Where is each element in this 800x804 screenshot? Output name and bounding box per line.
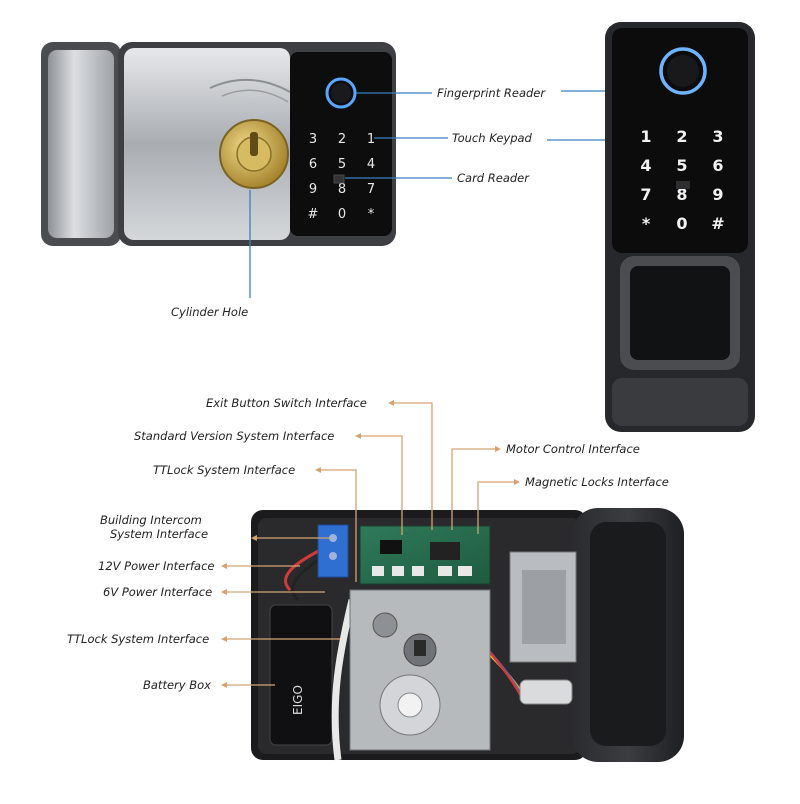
side-handle xyxy=(630,266,730,360)
label-fingerprint-reader: Fingerprint Reader xyxy=(437,86,546,100)
side-keypad-panel xyxy=(612,28,748,253)
white-cable xyxy=(331,599,356,761)
battery-label: EIGO xyxy=(291,685,305,715)
side-keypad-keys: 1 2 3 4 5 6 7 8 9 * 0 # xyxy=(640,127,724,233)
front-key-3-2[interactable]: * xyxy=(368,207,375,222)
side-key-1-2[interactable]: 6 xyxy=(712,156,723,175)
front-key-0-0[interactable]: 3 xyxy=(309,132,317,147)
side-key-3-2[interactable]: # xyxy=(711,214,724,233)
side-key-2-2[interactable]: 9 xyxy=(712,185,723,204)
side-key-2-0[interactable]: 7 xyxy=(640,185,651,204)
keyway xyxy=(250,132,258,156)
label-battery-box: Battery Box xyxy=(143,678,211,692)
side-key-0-1[interactable]: 2 xyxy=(676,127,687,146)
front-key-2-2[interactable]: 7 xyxy=(367,182,375,197)
latch-cover xyxy=(48,50,114,238)
front-fingerprint-ring xyxy=(325,77,357,109)
label-touch-keypad: Touch Keypad xyxy=(452,131,532,145)
label-ttlock-bottom: TTLock System Interface xyxy=(67,632,210,646)
front-key-2-1[interactable]: 8 xyxy=(338,182,346,197)
label-ttlock-top: TTLock System Interface xyxy=(153,463,296,477)
front-key-0-2[interactable]: 1 xyxy=(367,132,375,147)
side-key-0-2[interactable]: 3 xyxy=(712,127,723,146)
front-key-3-0[interactable]: # xyxy=(308,207,319,222)
label-6v-power: 6V Power Interface xyxy=(103,585,213,599)
lock-body-steel xyxy=(124,48,290,240)
card-reader-marker xyxy=(333,174,345,184)
label-exit-button: Exit Button Switch Interface xyxy=(206,396,367,410)
side-key-1-1[interactable]: 5 xyxy=(676,156,687,175)
side-key-3-1[interactable]: 0 xyxy=(676,214,687,233)
label-magnetic-locks: Magnetic Locks Interface xyxy=(525,475,669,489)
label-cylinder-hole: Cylinder Hole xyxy=(171,305,249,319)
label-standard-version: Standard Version System Interface xyxy=(134,429,335,443)
label-building-intercom-line1: Building Intercom xyxy=(100,513,202,527)
front-key-0-1[interactable]: 2 xyxy=(338,132,346,147)
side-key-1-0[interactable]: 4 xyxy=(640,156,651,175)
front-key-3-1[interactable]: 0 xyxy=(338,207,346,222)
label-12v-power: 12V Power Interface xyxy=(98,559,215,573)
side-card-marker xyxy=(676,181,690,189)
open-lock-internals: EIGO xyxy=(251,508,684,762)
label-building-intercom: Building Intercom System Interface xyxy=(100,513,248,541)
leader-arrowheads xyxy=(221,400,520,688)
front-key-1-2[interactable]: 4 xyxy=(367,157,375,172)
side-key-0-0[interactable]: 1 xyxy=(640,127,651,146)
rim-lock-front: 3 2 1 6 5 4 9 8 7 #0 * xyxy=(41,42,396,246)
front-key-2-0[interactable]: 9 xyxy=(309,182,317,197)
label-card-reader: Card Reader xyxy=(457,171,529,185)
rim-lock-side: 1 2 3 4 5 6 7 8 9 * 0 # xyxy=(605,22,755,432)
label-motor-control: Motor Control Interface xyxy=(506,442,640,456)
battery-box xyxy=(269,604,333,746)
front-keypad-panel xyxy=(290,52,392,236)
front-key-1-1[interactable]: 5 xyxy=(338,157,346,172)
side-fingerprint-ring xyxy=(659,47,707,95)
latch-bolt xyxy=(519,679,573,705)
side-key-3-0[interactable]: * xyxy=(642,214,651,233)
front-key-1-0[interactable]: 6 xyxy=(309,157,317,172)
terminal-block xyxy=(317,524,349,578)
label-building-intercom-line2: System Interface xyxy=(110,527,209,541)
side-key-2-1[interactable]: 8 xyxy=(676,185,687,204)
front-keypad-keys: 3 2 1 6 5 4 9 8 7 #0 * xyxy=(308,132,376,222)
bottom-leader-lines xyxy=(226,402,515,686)
